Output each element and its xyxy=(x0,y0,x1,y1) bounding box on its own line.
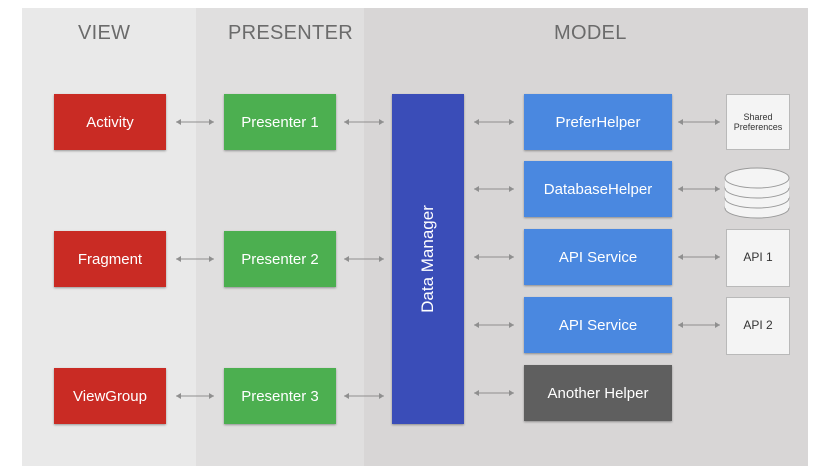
presenter-2-box: Presenter 2 xyxy=(224,231,336,287)
activity-box: Activity xyxy=(54,94,166,150)
data-manager-box: Data Manager xyxy=(392,94,464,424)
fragment-box: Fragment xyxy=(54,231,166,287)
presenter-1-box: Presenter 1 xyxy=(224,94,336,150)
connection-arrows xyxy=(176,119,720,399)
api-service-1-box: API Service xyxy=(524,229,672,285)
view-header: VIEW xyxy=(78,22,131,44)
api-2-box: API 2 xyxy=(726,297,790,355)
api-service-2-box: API Service xyxy=(524,297,672,353)
another-helper-box: Another Helper xyxy=(524,365,672,421)
model-header: MODEL xyxy=(554,22,627,44)
prefer-helper-box: PreferHelper xyxy=(524,94,672,150)
database-helper-box: DatabaseHelper xyxy=(524,161,672,217)
viewgroup-box: ViewGroup xyxy=(54,368,166,424)
database-icon xyxy=(720,160,794,222)
shared-preferences-box: Shared Preferences xyxy=(726,94,790,150)
presenter-header: PRESENTER xyxy=(228,22,353,44)
presenter-3-box: Presenter 3 xyxy=(224,368,336,424)
api-1-box: API 1 xyxy=(726,229,790,287)
architecture-diagram: VIEW PRESENTER MODEL Activity Fragment V… xyxy=(22,8,808,466)
